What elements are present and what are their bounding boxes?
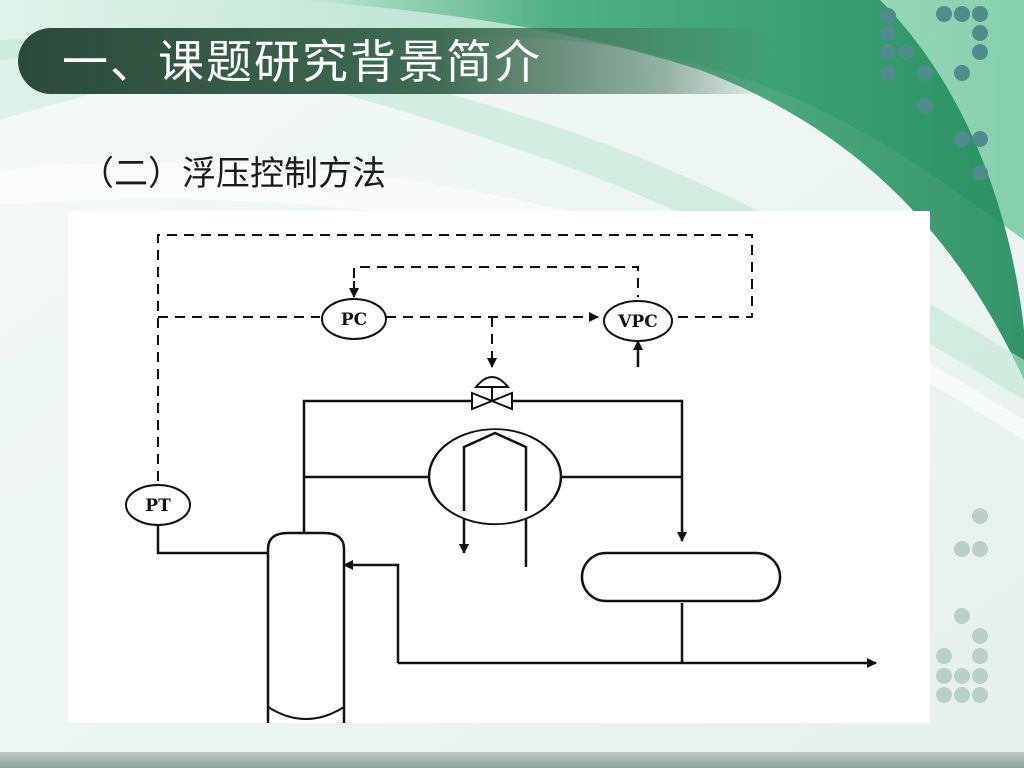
- instrument-vpc-label: VPC: [617, 312, 658, 332]
- slide-subtitle: （二）浮压控制方法: [80, 154, 386, 194]
- pipe-column-top: [302, 399, 472, 533]
- condenser: [427, 428, 563, 526]
- instrument-pt-label: PT: [145, 496, 171, 516]
- pipe-pt-column: [156, 525, 268, 555]
- title-bar: [18, 28, 778, 94]
- process-diagram-svg: PC VPC PT: [125, 234, 877, 723]
- signal-line-outer: [157, 234, 753, 481]
- pipe-reflux: [343, 560, 400, 663]
- process-diagram: PC VPC PT: [68, 211, 930, 723]
- instrument-pt: PT: [125, 484, 191, 526]
- pipe-valve-right: [512, 399, 687, 542]
- bottom-strip: [0, 752, 1024, 768]
- distillation-column: [266, 531, 346, 723]
- reflux-drum: [580, 551, 782, 603]
- control-valve: [471, 376, 513, 411]
- instrument-pc-label: PC: [341, 310, 367, 330]
- signal-line-pc-vpc-top: [353, 266, 639, 297]
- slide-title: 一、课题研究背景简介: [62, 35, 542, 89]
- instrument-pc: PC: [321, 298, 387, 340]
- instrument-vpc: VPC: [603, 300, 673, 342]
